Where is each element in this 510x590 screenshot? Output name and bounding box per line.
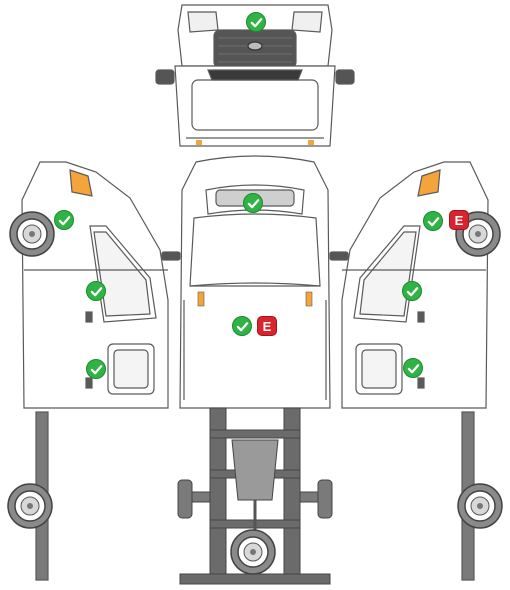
error-label: E [454,212,464,228]
front-bumper-ok-icon[interactable] [246,12,266,32]
rear-doors-ok-icon[interactable] [232,316,252,336]
left-front-wheel-arch-ok-icon[interactable] [54,210,74,230]
check-icon [427,216,439,226]
check-icon [90,286,102,296]
roof-ok-icon[interactable] [243,193,263,213]
right-front-wheel-arch-error-badge[interactable]: E [449,210,469,230]
front-view [155,4,355,147]
right-sliding-door-ok-icon[interactable] [403,358,423,378]
check-icon [247,198,259,208]
rear-doors-error-badge[interactable]: E [257,316,277,336]
check-icon [250,17,262,27]
error-label: E [262,318,272,334]
check-icon [236,321,248,331]
left-front-door-ok-icon[interactable] [86,281,106,301]
check-icon [406,286,418,296]
check-icon [90,364,102,374]
check-icon [407,363,419,373]
left-sliding-door-ok-icon[interactable] [86,359,106,379]
right-front-door-ok-icon[interactable] [402,281,422,301]
check-icon [58,215,70,225]
top-view [161,155,349,409]
right-front-wheel-arch-ok-icon[interactable] [423,211,443,231]
